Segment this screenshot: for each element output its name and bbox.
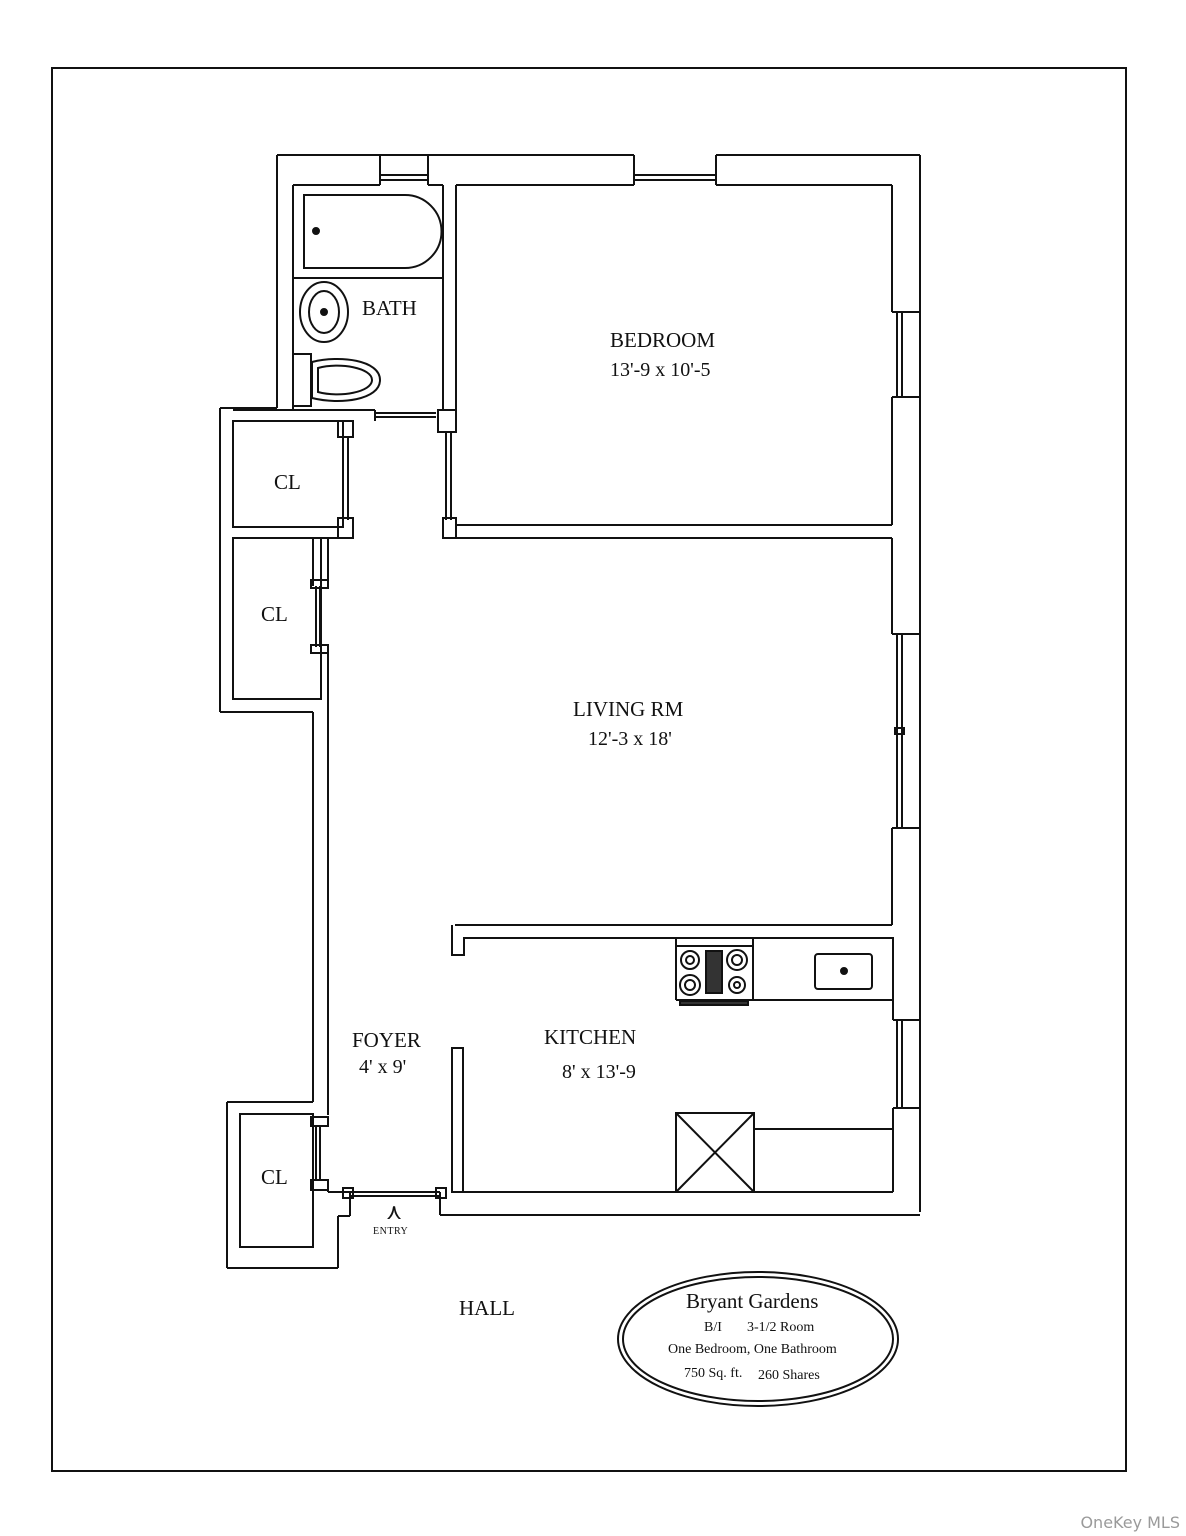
foyer-dimensions: 4' x 9' (359, 1056, 407, 1078)
entry-arrow-icon: ⋏ (386, 1200, 403, 1225)
kitchen-dimensions: 8' x 13'-9 (562, 1061, 636, 1083)
living-room-dimensions: 12'-3 x 18' (588, 728, 672, 750)
closet-1-label: CL (274, 470, 301, 494)
share-count: 260 Shares (758, 1368, 820, 1383)
building-name: Bryant Gardens (686, 1289, 819, 1313)
living-room-label: LIVING RM (573, 697, 684, 721)
room-count: 3-1/2 Room (747, 1320, 815, 1335)
unit-line-code: B/I (704, 1320, 722, 1335)
bedroom-label: BEDROOM (610, 328, 716, 352)
entry-label: ENTRY (373, 1226, 409, 1237)
kitchen-label: KITCHEN (544, 1025, 637, 1049)
closet-2-label: CL (261, 602, 288, 626)
page-border (51, 67, 1127, 1472)
hall-label: HALL (459, 1296, 515, 1320)
bath-label: BATH (362, 296, 417, 320)
watermark: OneKey MLS (1080, 1513, 1180, 1532)
unit-type: One Bedroom, One Bathroom (668, 1342, 837, 1357)
foyer-label: FOYER (352, 1028, 421, 1052)
square-footage: 750 Sq. ft. (684, 1366, 743, 1381)
bedroom-dimensions: 13'-9 x 10'-5 (610, 359, 711, 381)
closet-3-label: CL (261, 1165, 288, 1189)
